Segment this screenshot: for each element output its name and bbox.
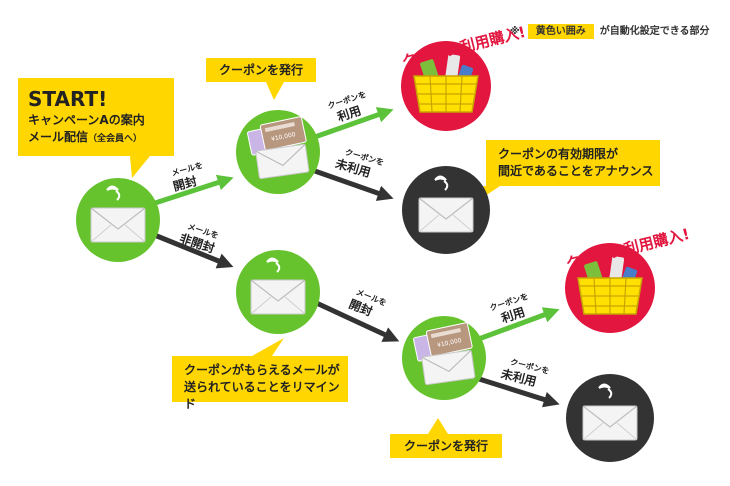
start-callout: START! キャンペーンAの案内 メール配信（全会員へ）: [18, 78, 174, 156]
coupon-issue-callout: クーポンを発行: [206, 58, 316, 82]
callout-text: 送られていることをリマインド: [184, 380, 340, 411]
arrow-open-2: [308, 297, 400, 342]
arrow-use-2: [475, 307, 560, 343]
callout-text: クーポンを発行: [403, 439, 488, 453]
start-line2-sub: （全会員へ）: [88, 134, 143, 144]
start-line2: メール配信: [28, 130, 89, 144]
arrow-unuse-2: [475, 375, 560, 408]
node-campaign-mail: [76, 178, 160, 262]
arrow-label: 利用: [499, 304, 526, 326]
arrow-label: 利用: [335, 102, 362, 124]
expiry-callout: クーポンの有効期限が 間近であることをアナウンス: [486, 140, 660, 186]
legend-text: が自動化設定できる部分: [599, 26, 710, 37]
arrow-unopen: [151, 231, 234, 269]
legend-swatch: 黄色い囲み: [527, 24, 594, 39]
node-coupon-issue: [236, 110, 320, 194]
remind-callout: クーポンがもらえるメールが 送られていることをリマインド: [172, 356, 348, 411]
callout-text: クーポンの有効期限が: [498, 147, 619, 161]
coupon-issue-callout-2: クーポンを発行: [390, 434, 502, 458]
node-expiry-mail: [402, 166, 490, 254]
node-reminder-mail: [236, 250, 320, 334]
callout-text: 間近であることをアナウンス: [498, 164, 654, 178]
node-coupon-issue-2: [402, 316, 486, 400]
legend-note: ※ 黄色い囲みが自動化設定できる部分: [510, 22, 710, 39]
callout-text: クーポンを発行: [218, 63, 303, 77]
start-title: START!: [28, 87, 108, 111]
note-mark: ※: [510, 26, 520, 37]
arrow-open: [151, 174, 234, 207]
start-line1: キャンペーンAの案内: [28, 113, 145, 127]
arrow-unuse: [311, 167, 394, 201]
arrow-label: 開封: [171, 173, 198, 194]
arrow-use: [311, 107, 394, 141]
node-unused-mail: [566, 374, 654, 462]
callout-text: クーポンがもらえるメールが: [184, 363, 340, 377]
